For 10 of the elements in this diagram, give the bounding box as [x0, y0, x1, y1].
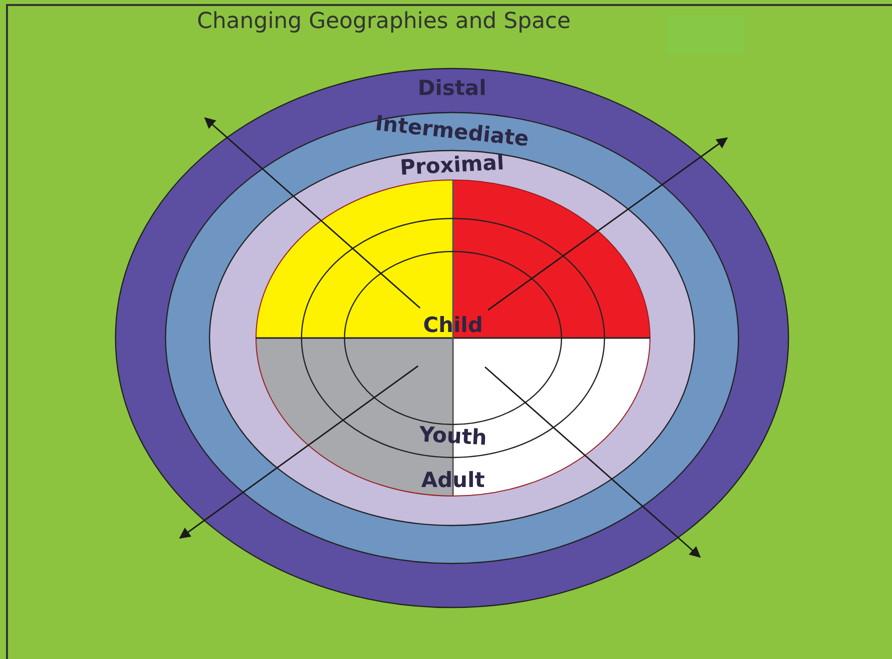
ring-label: Distal — [418, 75, 486, 101]
ring-label: Youth — [418, 421, 488, 451]
quadrant-ellipse — [256, 180, 650, 496]
ring-label: Adult — [421, 467, 485, 493]
ring-label: Child — [423, 312, 483, 338]
ring-label: Intermediate — [374, 110, 530, 152]
ring-ellipse — [344, 250, 562, 426]
diagram-title: Changing Geographies and Space — [197, 9, 571, 34]
ring-label: Proximal — [399, 149, 505, 181]
ring-ellipse — [300, 218, 606, 458]
